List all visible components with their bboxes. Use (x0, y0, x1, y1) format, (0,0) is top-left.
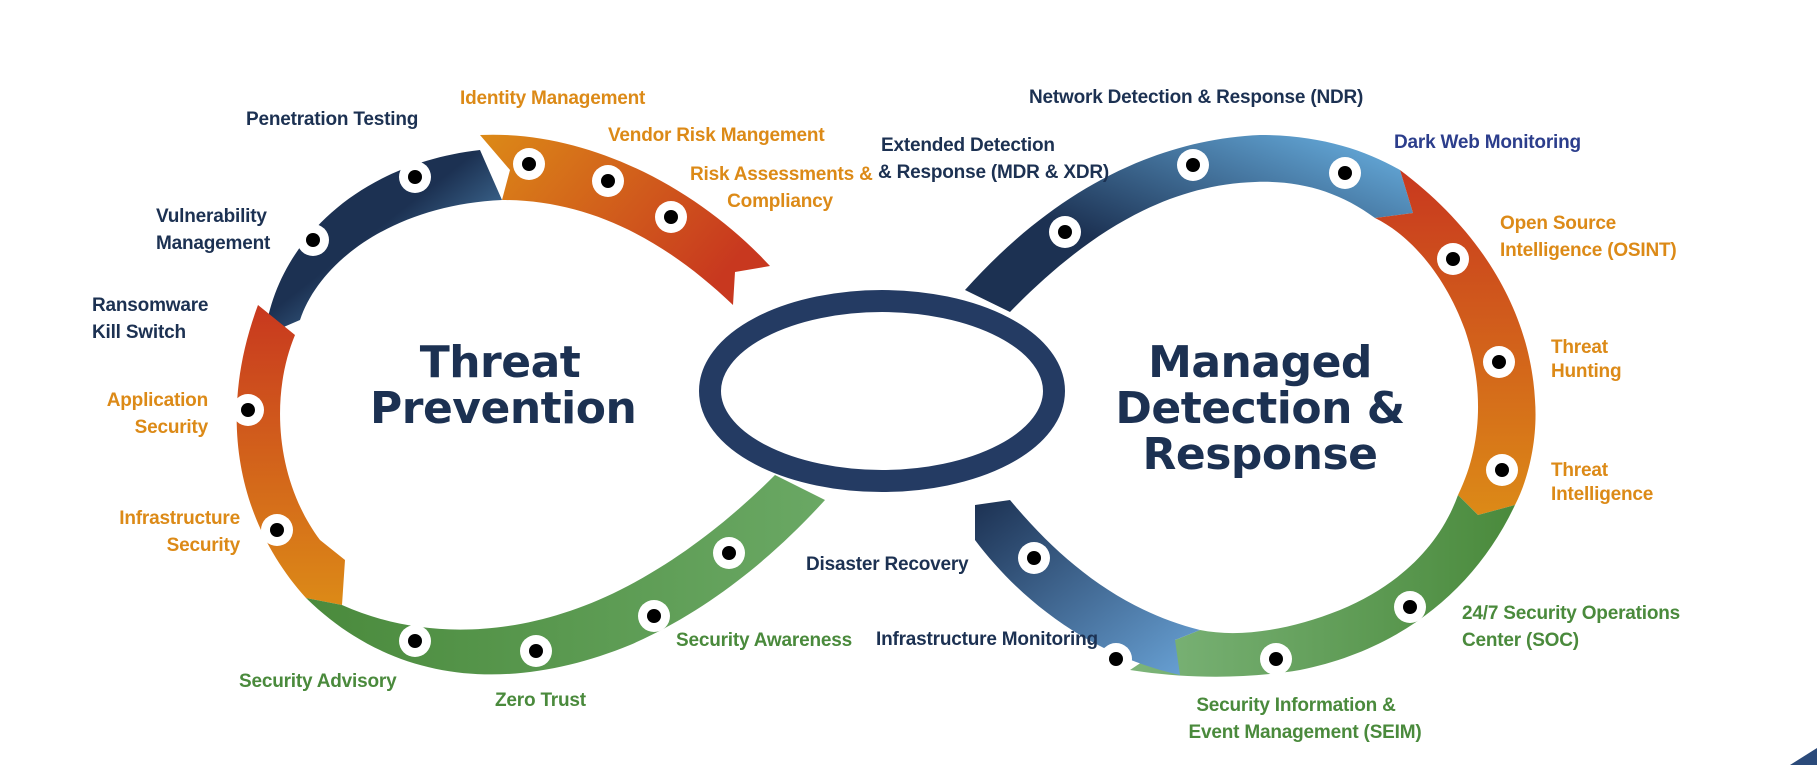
bullet-node-center (241, 403, 255, 417)
label-identity-management: Identity Management (460, 85, 645, 112)
bullet-node-center (1027, 551, 1041, 565)
bullet-node-center (408, 170, 422, 184)
bullet-node-center (1492, 355, 1506, 369)
bullet-node-center (722, 546, 736, 560)
right-loop-segment-green (1130, 495, 1515, 677)
bullet-node-center (1338, 166, 1352, 180)
label-threat-intelligence-line2: Intelligence (1551, 484, 1654, 505)
threat-prevention-title-line2: Prevention (370, 383, 637, 434)
managed-detection-title: Managed Detection & Response (1110, 340, 1410, 478)
label-osint-line1: Open Source (1500, 213, 1617, 234)
label-disaster-recovery-text: Disaster Recovery (806, 554, 969, 575)
bullet-node-center (408, 634, 422, 648)
left-loop-segment-orange (480, 134, 770, 305)
label-vendor-risk-text: Vendor Risk Mangement (608, 125, 825, 146)
label-vendor-risk: Vendor Risk Mangement (608, 122, 825, 149)
label-ndr: Network Detection & Response (NDR) (1029, 84, 1363, 111)
label-vulnerability-management-line1: Vulnerability (156, 206, 267, 227)
bullet-node-center (1495, 463, 1509, 477)
label-threat-intelligence: Threat Intelligence (1551, 459, 1653, 507)
label-seim-line1: Security Information & (1196, 695, 1396, 716)
bullet-node-center (1403, 600, 1417, 614)
label-osint-line2: Intelligence (OSINT) (1500, 240, 1677, 261)
bullet-node-center (529, 644, 543, 658)
label-ndr-text: Network Detection & Response (NDR) (1029, 87, 1364, 108)
center-ring-icon (699, 290, 1065, 492)
label-risk-assessments: Risk Assessments & Compliancy (690, 161, 873, 215)
label-identity-management-text: Identity Management (460, 88, 646, 109)
bullet-node-center (664, 210, 678, 224)
label-dark-web-text: Dark Web Monitoring (1394, 132, 1581, 153)
label-vulnerability-management: Vulnerability Management (156, 203, 270, 257)
label-risk-assessments-line2: Compliancy (727, 191, 833, 212)
label-security-awareness-text: Security Awareness (676, 630, 852, 651)
label-soc-line2: Center (SOC) (1462, 630, 1579, 651)
label-disaster-recovery: Disaster Recovery (806, 551, 969, 578)
label-threat-hunting-line2: Hunting (1551, 361, 1622, 382)
bullet-node-center (1446, 252, 1460, 266)
bullet-node-center (647, 609, 661, 623)
left-loop-segment-navy (265, 150, 502, 335)
label-xdr-line1: Extended Detection (881, 135, 1055, 156)
label-application-security: Application Security (88, 387, 208, 441)
label-threat-hunting: Threat Hunting (1551, 336, 1622, 384)
label-security-awareness: Security Awareness (676, 627, 852, 654)
nodes-group (232, 148, 1518, 675)
label-xdr-line2: & Response (MDR & XDR) (878, 162, 1110, 183)
label-threat-hunting-line1: Threat (1551, 337, 1608, 358)
label-infrastructure-monitoring: Infrastructure Monitoring (876, 626, 1098, 653)
label-penetration-testing-text: Penetration Testing (246, 109, 419, 130)
label-soc-line1: 24/7 Security Operations (1462, 603, 1681, 624)
label-threat-intelligence-line1: Threat (1551, 460, 1608, 481)
label-application-security-line2: Security (134, 417, 209, 438)
left-loop-segment-green (306, 475, 825, 675)
label-seim-line2: Event Management (SEIM) (1188, 722, 1422, 743)
label-ransomware-kill-switch: Ransomware Kill Switch (92, 292, 208, 346)
bullet-node-center (601, 174, 615, 188)
label-vulnerability-management-line2: Management (156, 233, 271, 254)
label-osint: Open Source Intelligence (OSINT) (1500, 210, 1677, 264)
threat-prevention-title-line1: Threat (419, 337, 581, 388)
bullet-node-center (522, 157, 536, 171)
managed-detection-title-line3: Response (1142, 429, 1379, 480)
bullet-node-center (1109, 652, 1123, 666)
label-security-advisory: Security Advisory (239, 668, 397, 695)
label-infrastructure-monitoring-text: Infrastructure Monitoring (876, 629, 1098, 650)
label-infrastructure-security: Infrastructure Security (100, 505, 240, 559)
label-infrastructure-security-line1: Infrastructure (119, 508, 240, 529)
right-loop-segment-red (1375, 170, 1536, 515)
label-ransomware-line2: Kill Switch (92, 322, 186, 343)
bullet-node-center (270, 523, 284, 537)
bullet-node-center (1186, 158, 1200, 172)
bullet-node-center (1269, 652, 1283, 666)
right-loop-segment-navy (965, 135, 1413, 312)
label-zero-trust-text: Zero Trust (495, 690, 586, 711)
bullet-node-center (306, 233, 320, 247)
threat-prevention-title: Threat Prevention (370, 337, 637, 434)
label-risk-assessments-line1: Risk Assessments & (690, 164, 873, 185)
corner-decoration (1790, 748, 1817, 765)
label-security-advisory-text: Security Advisory (239, 671, 397, 692)
label-ransomware-line1: Ransomware (92, 295, 209, 316)
label-soc: 24/7 Security Operations Center (SOC) (1462, 600, 1680, 654)
managed-detection-title-line1: Managed (1148, 337, 1372, 388)
label-infrastructure-security-line2: Security (166, 535, 241, 556)
label-seim: Security Information & Event Management … (1170, 692, 1440, 746)
managed-detection-title-line2: Detection & (1115, 383, 1405, 434)
bullet-node-center (1058, 225, 1072, 239)
label-dark-web-monitoring: Dark Web Monitoring (1394, 129, 1581, 156)
label-penetration-testing: Penetration Testing (246, 106, 418, 133)
left-loop-segment-red (236, 305, 345, 605)
label-zero-trust: Zero Trust (495, 687, 586, 714)
label-application-security-line1: Application (106, 390, 208, 411)
label-xdr: Extended Detection & Response (MDR & XDR… (878, 132, 1109, 186)
